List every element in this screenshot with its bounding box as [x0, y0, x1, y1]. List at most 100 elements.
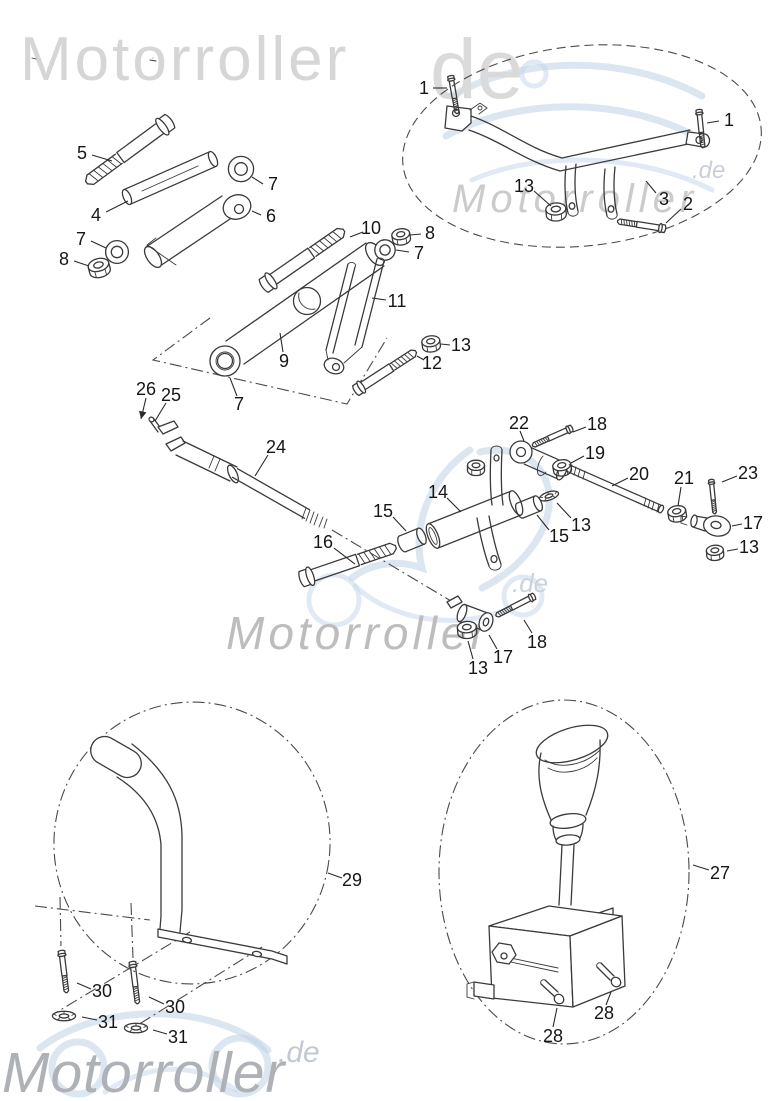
group-ellipse-stabilizer	[393, 28, 768, 265]
watermark-top-logo-suffix: de	[430, 22, 523, 116]
scooter-watermark-bottom	[36, 1010, 272, 1098]
part-callout-7: 7	[414, 243, 424, 263]
callout-leader-line	[81, 1016, 98, 1021]
part-callout-21: 21	[674, 468, 694, 488]
part-callout-13: 13	[514, 176, 534, 196]
callout-leader-line	[251, 176, 264, 185]
callout-leader-line	[446, 497, 462, 513]
part-29-handle	[86, 731, 287, 964]
part-callout-19: 19	[585, 443, 605, 463]
part-4-sleeve	[120, 150, 219, 206]
part-callout-16: 16	[313, 532, 333, 552]
part-7-bushing-d	[374, 239, 396, 261]
callout-leader-line	[533, 190, 552, 207]
part-13-nut-d	[705, 543, 725, 562]
part-callout-7: 7	[76, 229, 86, 249]
part-12-bolt	[350, 345, 421, 398]
part-callout-30: 30	[92, 981, 112, 1001]
scan-specks	[32, 58, 156, 61]
part-13-nut-a	[420, 334, 442, 354]
part-callout-11: 11	[388, 291, 407, 311]
part-callout-25: 25	[161, 385, 181, 405]
part-callout-7: 7	[234, 394, 244, 414]
part-23-bolt	[707, 478, 719, 515]
part-7-bearing-c	[209, 345, 241, 377]
part-callout-12: 12	[422, 353, 442, 373]
callout-leader-line	[467, 640, 474, 660]
part-callout-8: 8	[59, 249, 69, 269]
group-ellipse-handle	[36, 684, 349, 1002]
callout-leader-line	[706, 120, 720, 124]
callout-leader-line	[251, 210, 262, 216]
callout-leader-line	[677, 486, 682, 507]
part-callout-18: 18	[527, 632, 547, 652]
part-7-bushing-a	[227, 155, 255, 183]
part-callout-14: 14	[428, 482, 448, 502]
callout-leader-line	[139, 397, 147, 420]
callout-leader-line	[409, 233, 422, 236]
callout-leader-line	[395, 249, 410, 253]
callout-leader-line	[154, 402, 167, 422]
part-callout-5: 5	[77, 143, 87, 163]
part-28-pin-left	[541, 980, 566, 1006]
callout-leader-line	[440, 343, 451, 346]
part-21-nut	[666, 503, 689, 525]
projection-lines-bracket	[35, 897, 262, 1030]
part-callout-17: 17	[743, 513, 763, 533]
part-callout-15: 15	[549, 526, 569, 546]
part-callout-29: 29	[342, 870, 362, 890]
part-callout-24: 24	[266, 437, 286, 457]
callout-leader-line	[692, 864, 710, 871]
part-10-bolt	[256, 222, 350, 296]
callout-leader-line	[327, 872, 343, 879]
callout-leader-line	[523, 619, 533, 634]
callout-leader-line	[349, 231, 364, 238]
part-callout-28: 28	[543, 1026, 563, 1046]
part-14-bracket-tube	[423, 446, 525, 570]
callout-leader-line	[371, 297, 387, 301]
part-callout-13: 13	[468, 658, 488, 678]
part-31-washer-right	[123, 1022, 149, 1034]
part-callout-1: 1	[724, 110, 734, 130]
watermark-bottom-suffix: .de	[278, 1036, 320, 1069]
part-30-bolt-left	[57, 949, 71, 994]
part-3-stabilizer-bar	[445, 103, 710, 219]
part-callout-2: 2	[683, 194, 693, 214]
watermark-middle-text: Motorroller	[226, 607, 490, 659]
part-28-pin-right	[597, 963, 623, 989]
callout-leader-line	[105, 200, 129, 213]
part-callout-23: 23	[738, 463, 758, 483]
callout-leader-line	[91, 154, 113, 162]
callout-leader-line	[645, 180, 657, 194]
part-callout-28: 28	[594, 1003, 614, 1023]
part-7-bushing-b	[104, 239, 130, 265]
part-callout-27: 27	[710, 863, 730, 883]
part-13-nut-b	[466, 459, 486, 477]
callout-leader-line	[76, 982, 92, 990]
callout-leader-line	[148, 996, 165, 1005]
part-9-arm	[226, 239, 388, 364]
part-31-washer-left	[51, 1010, 77, 1022]
callout-leader-line	[416, 355, 425, 361]
callout-leader-line	[721, 475, 738, 483]
part-callout-31: 31	[98, 1012, 118, 1032]
part-callout-6: 6	[266, 206, 276, 226]
callout-leader-line	[552, 1007, 558, 1028]
part-15-bushing-left	[395, 526, 429, 554]
callout-leader-line	[392, 516, 407, 532]
part-callout-9: 9	[279, 351, 289, 371]
callout-leader-line	[229, 377, 238, 397]
watermark-ellipse-suffix: .de	[692, 157, 725, 184]
part-17-tie-rod-end	[681, 514, 732, 538]
callout-leader-line	[279, 332, 284, 353]
callout-leader-line	[572, 426, 587, 433]
callout-leader-line	[536, 514, 550, 531]
callout-leader-line	[731, 523, 743, 527]
part-callout-13: 13	[571, 515, 591, 535]
part-callout-15: 15	[373, 501, 393, 521]
part-callout-31: 31	[168, 1027, 188, 1047]
callout-leader-line	[152, 1029, 168, 1035]
watermark-top-logo: Motorroller	[20, 25, 349, 94]
part-callout-1: 1	[419, 78, 429, 98]
part-5-bolt	[79, 111, 179, 192]
